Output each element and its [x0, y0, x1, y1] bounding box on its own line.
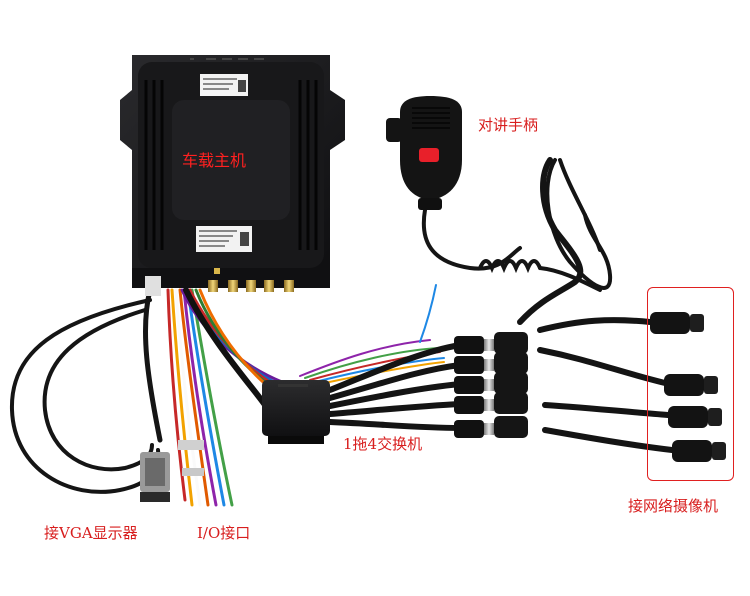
intercom-label: 对讲手柄	[478, 116, 539, 134]
av-connectors	[208, 268, 294, 292]
vga-connector	[140, 452, 170, 502]
vga-cable	[9, 287, 163, 494]
cameras-label: 接网络摄像机	[628, 497, 719, 515]
camera-cables	[327, 157, 675, 453]
mic-cord	[421, 208, 602, 292]
camera-connectors	[650, 312, 726, 462]
cable-loop-right	[545, 158, 613, 290]
vga-label: 接VGA显示器	[44, 524, 138, 542]
switch-box	[262, 380, 330, 444]
ptt-button	[419, 148, 439, 162]
intercom-handset	[386, 96, 462, 210]
camera-callout-box	[647, 287, 734, 481]
main-unit-body	[120, 55, 345, 296]
main-unit-label: 车载主机	[182, 151, 247, 170]
switch-connectors	[454, 332, 528, 438]
io-label: I/O接口	[197, 524, 251, 542]
io-connector-tips	[178, 440, 204, 476]
switch-label: 1拖4交换机	[343, 435, 423, 453]
